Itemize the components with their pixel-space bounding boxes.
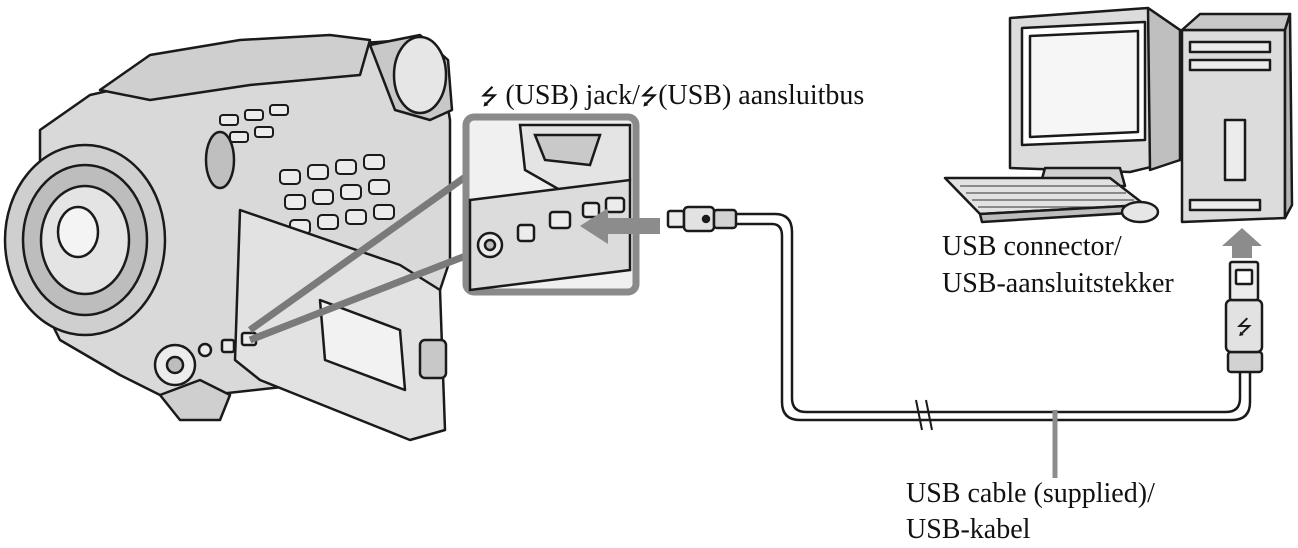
- usb-connector-label-nl: USB-aansluitstekker: [942, 268, 1174, 299]
- computer: [943, 6, 1294, 224]
- usb-jack-label-nl: (USB) aansluitbus: [658, 80, 864, 111]
- usb-icon: ⭍: [640, 85, 658, 110]
- usb-cable: [666, 205, 1264, 431]
- plug-usb-icon: ⭍: [1236, 315, 1253, 339]
- usb-jack-label-en: (USB) jack/: [498, 80, 640, 111]
- connector-arrow: [1222, 228, 1262, 258]
- usb-icon: ⭍: [480, 85, 498, 110]
- usb-connector-label-en: USB connector/: [942, 231, 1122, 262]
- usb-jack-label: ⭍ (USB) jack/⭍(USB) aansluitbus: [480, 80, 864, 111]
- usb-cable-label-nl: USB-kabel: [906, 514, 1031, 545]
- zoom-callout-lines: [247, 172, 471, 344]
- usb-jack-inset: [462, 113, 640, 296]
- camcorder: [3, 33, 454, 442]
- usb-cable-label-en: USB cable (supplied)/: [906, 478, 1155, 509]
- insert-arrow: [580, 208, 660, 244]
